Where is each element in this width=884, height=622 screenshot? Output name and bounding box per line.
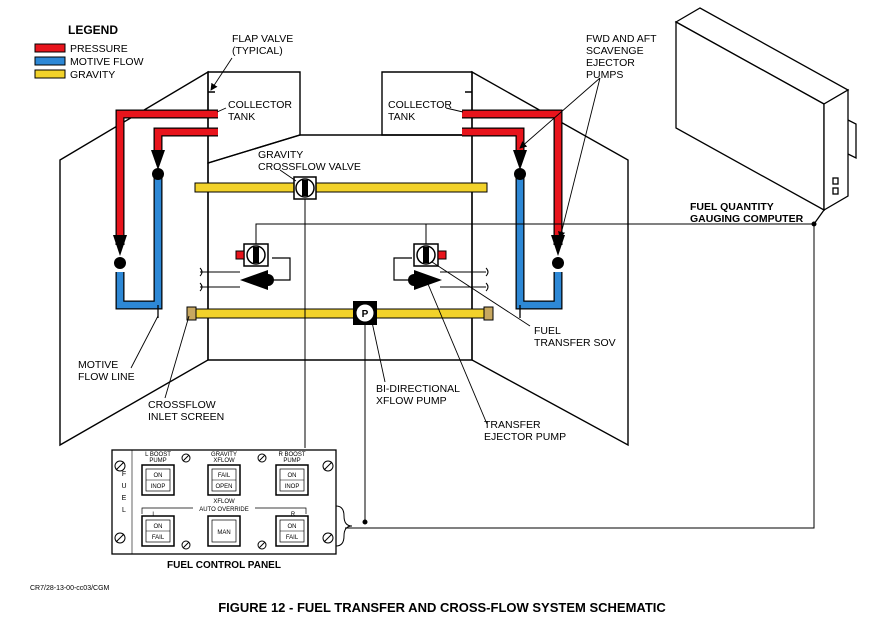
figure-caption: FIGURE 12 - FUEL TRANSFER AND CROSS-FLOW… <box>218 600 666 615</box>
l-boost-caption-2: PUMP <box>149 458 166 464</box>
fuel-control-panel-title: FUEL CONTROL PANEL <box>167 560 281 571</box>
gravity-xfv-label-1: GRAVITY <box>258 149 303 161</box>
panel-side-letter-u: U <box>121 483 126 490</box>
bidir-label-2: XFLOW PUMP <box>376 395 447 407</box>
xflow-bracket <box>141 507 307 514</box>
gravity-xflow-caption-2: XFLOW <box>213 458 235 464</box>
fuel-sov-label-2: TRANSFER SOV <box>534 337 616 349</box>
right-pressure-line-2 <box>462 128 524 150</box>
left-pressure-line-2 <box>154 128 218 150</box>
pump-symbol-label: P <box>362 309 369 320</box>
legend-label-motive: MOTIVE FLOW <box>70 56 144 68</box>
right-collector-label-1: COLLECTOR <box>388 99 452 111</box>
left-pressure-line <box>116 110 218 245</box>
xflow-r-button[interactable]: ON FAIL <box>275 515 309 547</box>
r-boost-on-label: ON <box>288 473 297 479</box>
left-scavenge-arrow <box>151 150 165 170</box>
xflow-man-label: MAN <box>217 530 230 536</box>
left-motive-flow-line <box>116 178 162 309</box>
left-fuel-lines <box>113 109 218 318</box>
panel-side-letter-f: F <box>122 471 126 478</box>
fuel-quantity-gauging-computer <box>674 7 857 225</box>
l-boost-on-label: ON <box>154 473 163 479</box>
right-transfer-ejector-pump <box>414 270 442 290</box>
left-transfer-assembly <box>199 243 291 292</box>
xflow-r-on-label: ON <box>288 524 297 530</box>
panel-side-letter-e: E <box>122 495 127 502</box>
panel-side-letter-l: L <box>122 507 126 514</box>
flap-valve-label-2: (TYPICAL) <box>232 45 283 57</box>
legend-title: LEGEND <box>68 23 118 37</box>
gravity-xflow-caption-1: GRAVITY <box>211 452 237 458</box>
gravity-xflow-button[interactable]: FAIL OPEN <box>207 464 241 496</box>
left-collector-label-1: COLLECTOR <box>228 99 292 111</box>
fuel-control-panel: F U E L L BOOST PUMP GRAVITY XFLOW R BOO… <box>111 449 337 571</box>
left-ejector-arrow <box>113 235 127 256</box>
xflow-l-button[interactable]: ON FAIL <box>141 515 175 547</box>
r-boost-caption-2: PUMP <box>283 458 300 464</box>
gravity-crossflow-line <box>194 182 488 193</box>
gravity-xfv-label-2: CROSSFLOW VALVE <box>258 161 361 173</box>
r-boost-pump-button[interactable]: ON INOP <box>275 464 309 496</box>
right-motive-flow-line <box>516 178 562 309</box>
legend-swatch-pressure <box>34 43 66 53</box>
legend-label-pressure: PRESSURE <box>70 43 128 55</box>
gravity-lines <box>186 182 494 321</box>
legend: LEGEND PRESSURE MOTIVE FLOW GRAVITY <box>34 23 144 81</box>
reference-code: CR7/28-13-00-cc03/CGM <box>30 585 110 592</box>
xflow-r-caption: R <box>291 512 296 518</box>
gravity-xflow-open-label: OPEN <box>215 484 232 490</box>
schematic-labels: FLAP VALVE (TYPICAL) COLLECTOR TANK COLL… <box>78 33 804 443</box>
xflow-r-fail-label: FAIL <box>286 535 299 541</box>
transfer-ejector-label-2: EJECTOR PUMP <box>484 431 566 443</box>
crossflow-pump-line <box>191 308 489 319</box>
crossflow-inlet-screen-right <box>483 306 494 321</box>
legend-label-gravity: GRAVITY <box>70 69 115 81</box>
right-pressure-line <box>462 110 562 245</box>
wiring <box>255 199 817 547</box>
bidir-label-1: BI-DIRECTIONAL <box>376 383 460 395</box>
right-outer-wing <box>471 70 629 447</box>
l-boost-pump-button[interactable]: ON INOP <box>141 464 175 496</box>
fqgc-label-1: FUEL QUANTITY <box>690 201 774 213</box>
right-collector-label-2: TANK <box>388 111 415 123</box>
tank-outlines <box>59 70 629 447</box>
transfer-ejector-label-1: TRANSFER <box>484 419 541 431</box>
auto-override-caption: AUTO OVERRIDE <box>199 507 249 513</box>
crossflow-screen-label-2: INLET SCREEN <box>148 411 224 423</box>
legend-swatch-gravity <box>34 69 66 79</box>
xflow-l-caption: L <box>152 512 156 518</box>
crossflow-inlet-screen-left <box>186 306 197 321</box>
motive-label-1: MOTIVE <box>78 359 118 371</box>
legend-swatch-motive <box>34 56 66 66</box>
scavenge-label-3: EJECTOR <box>586 57 635 69</box>
right-ejector-arrow <box>551 235 565 256</box>
r-boost-caption-1: R BOOST <box>278 452 305 458</box>
right-scavenge-arrow <box>513 150 527 170</box>
l-boost-inop-label: INOP <box>151 484 166 490</box>
leader-lines <box>130 57 601 425</box>
left-collector-label-2: TANK <box>228 111 255 123</box>
scavenge-label-1: FWD AND AFT <box>586 33 657 45</box>
xflow-l-fail-label: FAIL <box>152 535 165 541</box>
flap-valve-label-1: FLAP VALVE <box>232 33 293 45</box>
fuel-sov-label-1: FUEL <box>534 325 561 337</box>
scavenge-label-2: SCAVENGE <box>586 45 644 57</box>
bidirectional-xflow-pump: P <box>353 301 377 325</box>
scavenge-label-4: PUMPS <box>586 69 623 81</box>
xflow-caption: XFLOW <box>213 499 235 505</box>
right-transfer-assembly <box>393 243 489 292</box>
fqgc-label-2: GAUGING COMPUTER <box>690 213 804 225</box>
xflow-l-on-label: ON <box>154 524 163 530</box>
crossflow-screen-label-1: CROSSFLOW <box>148 399 216 411</box>
gravity-xflow-fail-label: FAIL <box>218 473 231 479</box>
xflow-man-button[interactable]: MAN <box>207 515 241 547</box>
motive-label-2: FLOW LINE <box>78 371 135 383</box>
gravity-crossflow-valve <box>293 176 317 200</box>
l-boost-caption-1: L BOOST <box>145 452 171 458</box>
panel-screws <box>114 453 334 550</box>
r-boost-inop-label: INOP <box>285 484 300 490</box>
left-transfer-ejector-pump <box>240 270 268 290</box>
